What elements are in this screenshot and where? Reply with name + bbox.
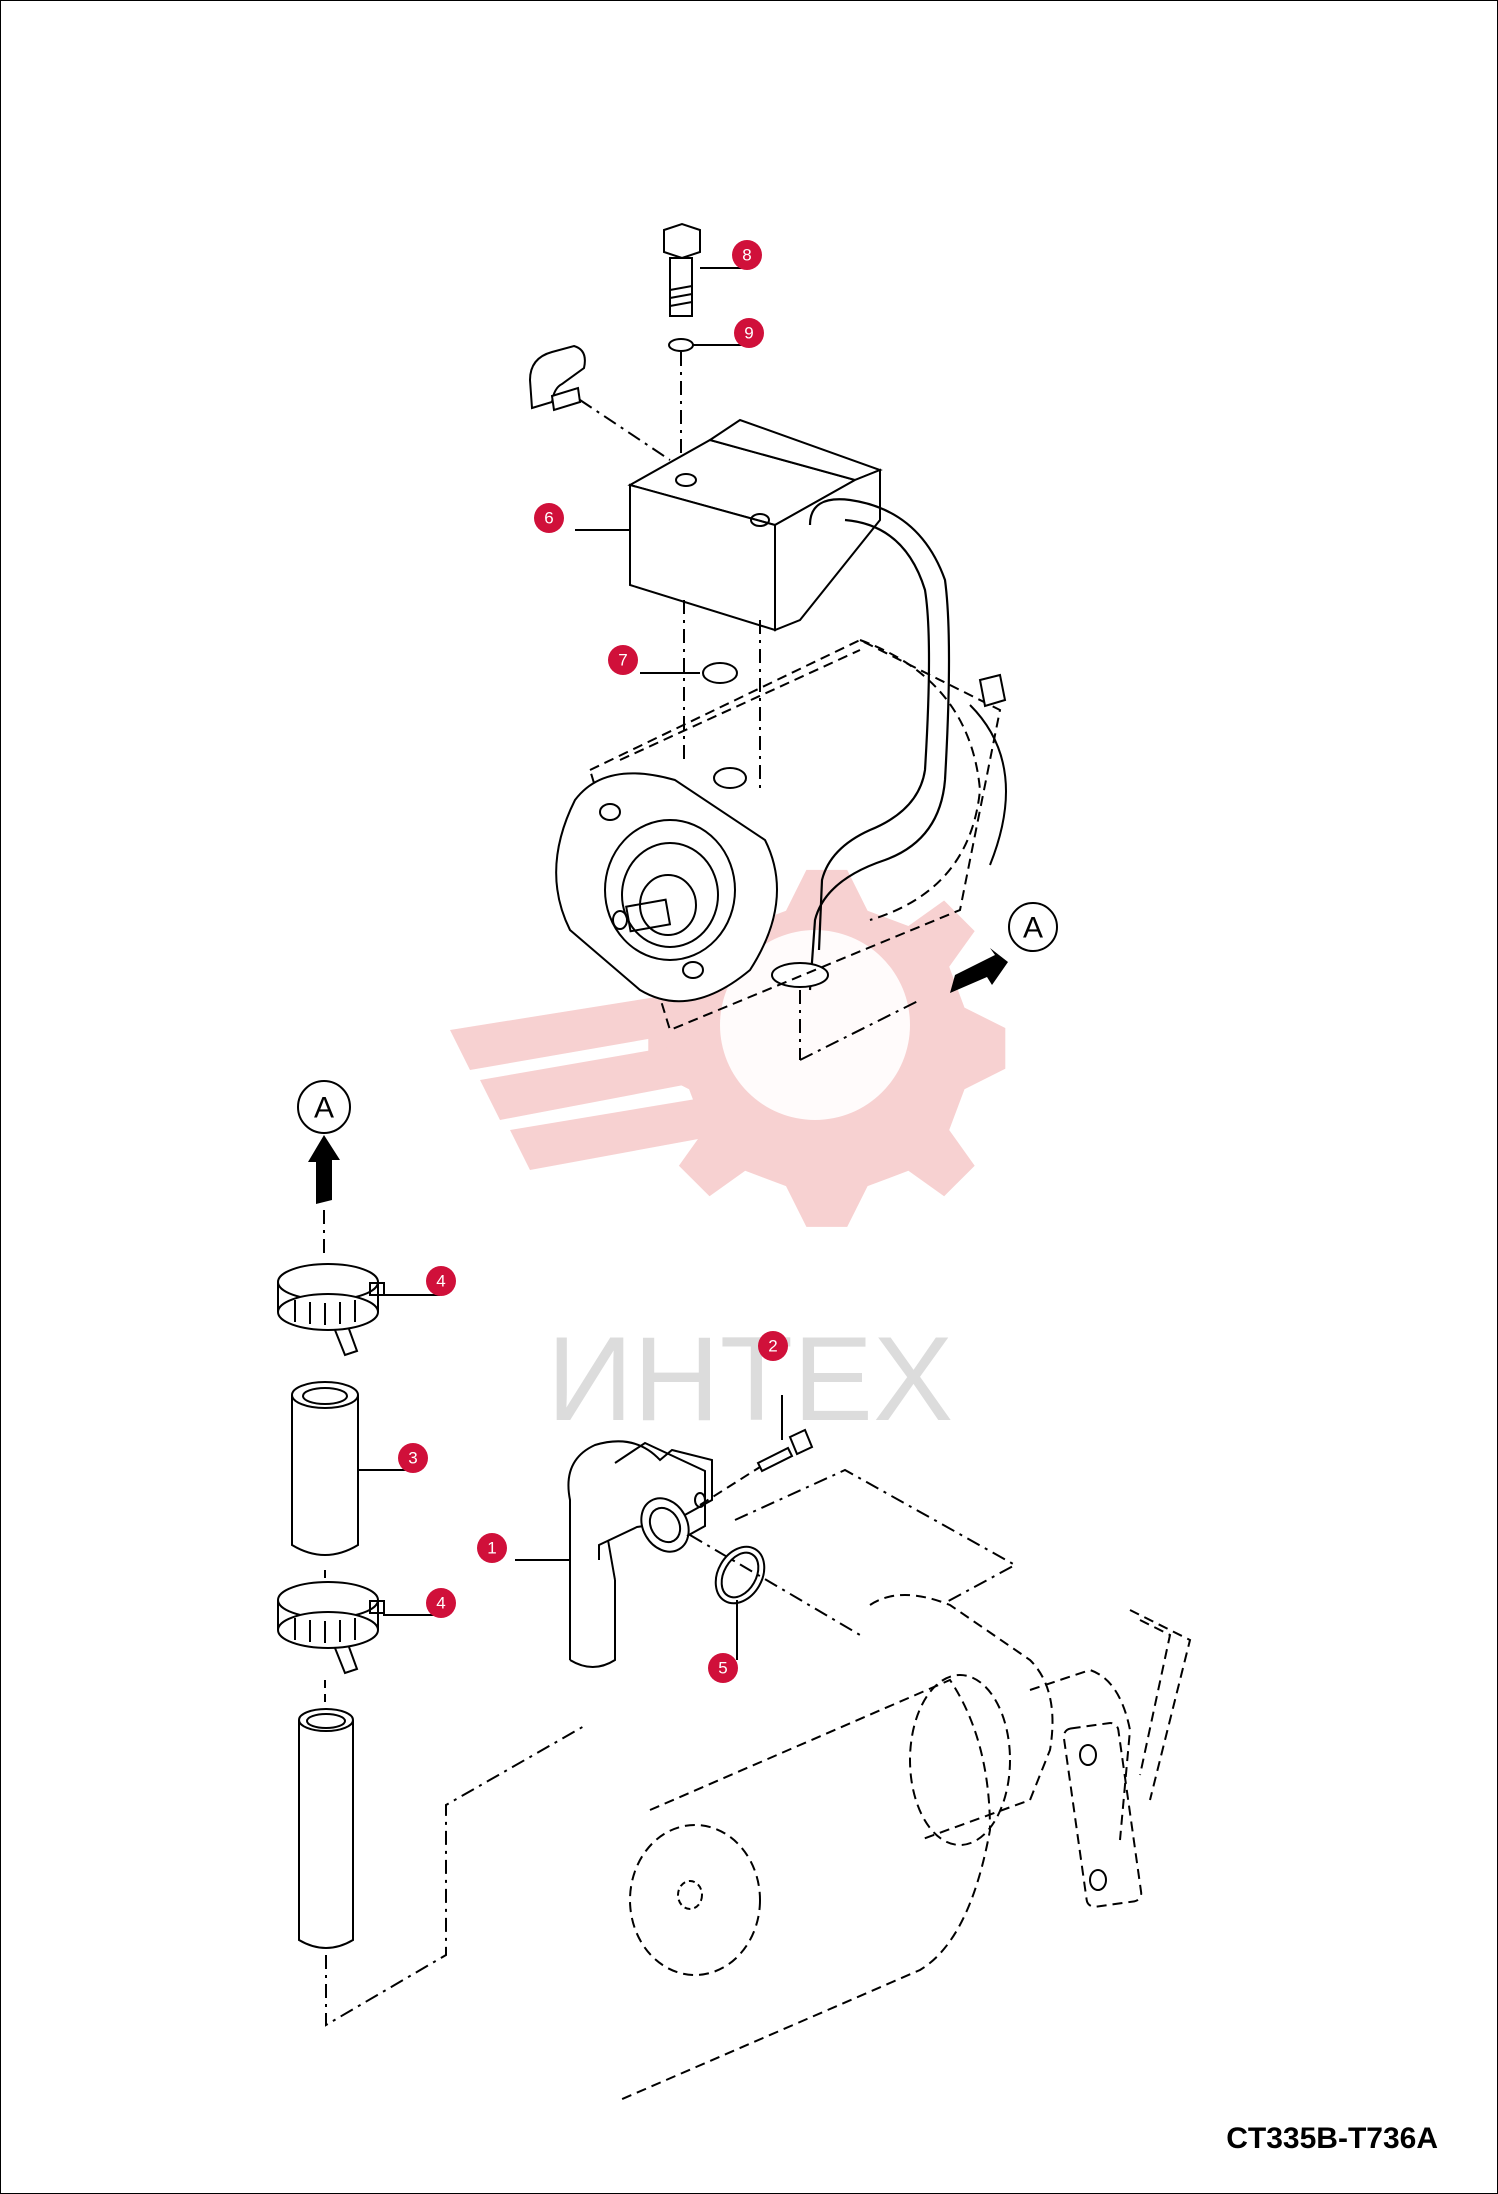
view-label-upper: A [1008,902,1058,952]
elbow-fitting [528,344,586,412]
elbow-hose-part-1 [567,1440,713,1668]
watermark-gear-hole [720,930,910,1120]
callout-7: 7 [608,645,638,675]
pump-flange [555,767,778,1003]
view-arrow-upper [950,948,1008,993]
hose-clamp-upper-part-4 [277,1263,385,1357]
svg-text:2: 2 [768,1337,777,1356]
svg-text:8: 8 [742,246,751,265]
svg-text:7: 7 [618,651,627,670]
washer-part-9 [668,338,694,352]
svg-text:9: 9 [744,324,753,343]
svg-text:6: 6 [544,509,553,528]
svg-text:4: 4 [436,1272,445,1291]
svg-text:A: A [314,1092,334,1125]
lower-assembly [277,1263,1192,2101]
callout-2: 2 [758,1331,788,1361]
hose-part-3 [291,1381,359,1556]
callout-6: 6 [534,503,564,533]
filter-assembly [619,1594,1192,2101]
watermark-text: ИНТЕХ [547,1312,953,1446]
hose-clamp-lower-part-4 [277,1581,385,1675]
svg-text:5: 5 [718,1659,727,1678]
svg-text:3: 3 [408,1449,417,1468]
view-arrow-lower [308,1135,340,1204]
callout-9: 9 [734,318,764,348]
callout-5: 5 [708,1653,738,1683]
upper-assembly [528,222,1007,1061]
valve-block-part-6 [627,418,883,632]
bolt-part-2 [756,1428,814,1473]
view-label-lower: A [297,1080,351,1134]
svg-text:A: A [1023,912,1043,945]
svg-text:4: 4 [436,1594,445,1613]
bolt-part-8 [663,222,701,317]
callout-3: 3 [398,1443,428,1473]
pump-body-outline [588,638,1002,1032]
callout-1: 1 [477,1533,507,1563]
callout-4-upper: 4 [426,1266,456,1296]
o-ring-part-7 [702,662,738,684]
drawing-code: CT335B-T736A [1226,2122,1438,2155]
callout-leaders [358,267,783,1660]
o-ring-part-5 [714,1545,766,1605]
callout-8: 8 [732,240,762,270]
callout-4-lower: 4 [426,1588,456,1618]
svg-text:1: 1 [487,1539,496,1558]
suction-tube [298,1708,354,1949]
